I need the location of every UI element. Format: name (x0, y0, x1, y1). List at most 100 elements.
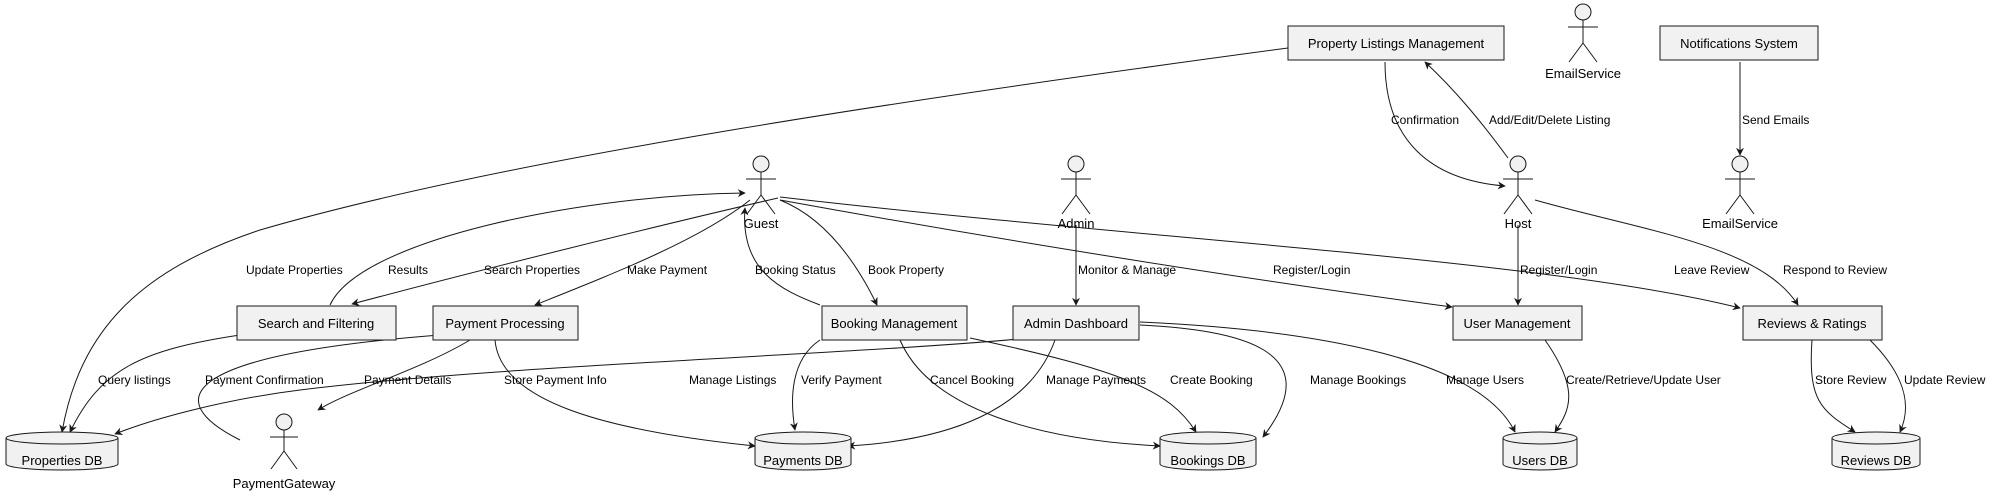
node-booking[interactable]: Booking Management (821, 305, 968, 341)
edge-label-payment-details: Payment Details (364, 373, 451, 387)
edge-manage-users (1139, 321, 1516, 433)
edge-label-leave-review: Leave Review (1674, 263, 1750, 277)
actor-label-admin: Admin (1058, 216, 1095, 231)
node-label-notifications: Notifications System (1680, 36, 1798, 51)
edge-label-query-listings: Query listings (98, 373, 171, 387)
actor-head-icon (1509, 155, 1527, 173)
edge-booking-status (740, 207, 821, 306)
edge-store-payment (494, 339, 756, 450)
edge-store-review (1810, 339, 1856, 433)
db-reviews[interactable]: Reviews DB (1831, 431, 1921, 471)
components: Property Listings Management Notificatio… (236, 25, 1883, 341)
edge-label-verify-payment: Verify Payment (801, 373, 882, 387)
edge-label-cancel-booking: Cancel Booking (930, 373, 1014, 387)
edge-respond-review (1534, 199, 1799, 306)
edge-cancel-booking (899, 339, 1161, 450)
edges (59, 47, 1907, 450)
edge-label-register-login-host: Register/Login (1520, 263, 1597, 277)
edge-label-manage-bookings: Manage Bookings (1310, 373, 1406, 387)
node-label-search: Search and Filtering (258, 316, 374, 331)
edge-label-make-payment: Make Payment (627, 263, 708, 277)
edge-create-booking (969, 337, 1197, 433)
edge-search-properties (351, 197, 779, 307)
node-reviews[interactable]: Reviews & Ratings (1742, 305, 1883, 341)
node-label-booking: Booking Management (831, 316, 958, 331)
node-user-mgmt[interactable]: User Management (1452, 305, 1583, 341)
actor-head-icon (752, 155, 770, 173)
node-payment[interactable]: Payment Processing (432, 305, 579, 341)
node-property-listings[interactable]: Property Listings Management (1287, 25, 1505, 61)
db-users[interactable]: Users DB (1502, 431, 1578, 471)
db-label-properties: Properties DB (22, 453, 103, 468)
actor-head-icon (1067, 155, 1085, 173)
node-search[interactable]: Search and Filtering (236, 305, 397, 341)
actor-head-icon (1731, 155, 1749, 173)
edge-label-register-login-guest: Register/Login (1273, 263, 1350, 277)
edge-label-manage-listings: Manage Listings (689, 373, 776, 387)
edge-add-edit-delete (1424, 61, 1509, 159)
edge-results (329, 189, 746, 306)
actor-label-email-right: EmailService (1702, 216, 1778, 231)
edge-leave-review (779, 196, 1741, 311)
edge-manage-payments (847, 339, 1056, 450)
actor-email-right[interactable]: EmailService (1702, 155, 1778, 231)
actor-guest[interactable]: Guest (744, 155, 779, 231)
databases: Properties DB Payments DB Bookings DB Us… (5, 431, 1921, 471)
edge-confirmation (1384, 61, 1506, 190)
db-label-users: Users DB (1512, 453, 1568, 468)
actor-label-guest: Guest (744, 216, 779, 231)
edge-label-update-properties: Update Properties (246, 263, 343, 277)
actor-label-host: Host (1505, 216, 1532, 231)
db-payments[interactable]: Payments DB (754, 431, 852, 471)
edge-label-payment-confirmation: Payment Confirmation (205, 373, 324, 387)
node-label-user-mgmt: User Management (1464, 316, 1571, 331)
edge-update-properties (59, 47, 1289, 433)
edge-crud-user (1544, 339, 1570, 433)
actor-payment-gateway[interactable]: PaymentGateway (233, 413, 336, 491)
actor-admin[interactable]: Admin (1058, 155, 1095, 231)
node-label-admin-dashboard: Admin Dashboard (1024, 316, 1128, 331)
edge-manage-bookings (1139, 324, 1287, 438)
actor-label-email-top: EmailService (1545, 66, 1621, 81)
edge-label-search-properties: Search Properties (484, 263, 580, 277)
edge-label-create-booking: Create Booking (1170, 373, 1253, 387)
db-label-reviews: Reviews DB (1841, 453, 1912, 468)
edge-register-login-guest (779, 199, 1453, 311)
edge-label-add-edit-delete: Add/Edit/Delete Listing (1489, 113, 1610, 127)
edge-label-store-review: Store Review (1815, 373, 1887, 387)
edge-label-respond-review: Respond to Review (1783, 263, 1887, 277)
edge-label-send-emails: Send Emails (1742, 113, 1809, 127)
edge-make-payment (534, 199, 751, 307)
node-notifications[interactable]: Notifications System (1659, 25, 1819, 61)
actor-head-icon (275, 413, 293, 431)
actor-label-payment-gateway: PaymentGateway (233, 476, 336, 491)
actor-host[interactable]: Host (1503, 155, 1533, 231)
edge-label-crud-user: Create/Retrieve/Update User (1566, 373, 1721, 387)
edge-label-results: Results (388, 263, 428, 277)
edge-label-update-review: Update Review (1904, 373, 1986, 387)
node-label-payment: Payment Processing (445, 316, 564, 331)
node-admin-dashboard[interactable]: Admin Dashboard (1012, 305, 1140, 341)
edge-label-booking-status: Booking Status (755, 263, 836, 277)
db-properties[interactable]: Properties DB (5, 431, 119, 471)
edge-book-property (779, 199, 878, 306)
edge-label-manage-payments: Manage Payments (1046, 373, 1146, 387)
actor-email-top[interactable]: EmailService (1545, 3, 1621, 81)
edge-query-listings (69, 334, 241, 433)
edge-payment-confirmation (198, 331, 441, 441)
edge-verify-payment (789, 339, 821, 431)
db-bookings[interactable]: Bookings DB (1159, 431, 1257, 471)
edge-label-book-property: Book Property (868, 263, 944, 277)
db-label-payments: Payments DB (763, 453, 842, 468)
actors: Guest Admin Host EmailService EmailServi… (233, 3, 1778, 491)
db-label-bookings: Bookings DB (1170, 453, 1245, 468)
node-label-property-listings: Property Listings Management (1308, 36, 1485, 51)
edge-label-store-payment: Store Payment Info (504, 373, 607, 387)
edge-manage-listings (114, 337, 1031, 436)
node-label-reviews: Reviews & Ratings (1757, 316, 1867, 331)
edge-labels: Update Properties Results Search Propert… (98, 113, 1986, 387)
edge-update-review (1869, 339, 1907, 433)
actor-head-icon (1574, 3, 1592, 21)
edge-label-confirmation: Confirmation (1391, 113, 1459, 127)
